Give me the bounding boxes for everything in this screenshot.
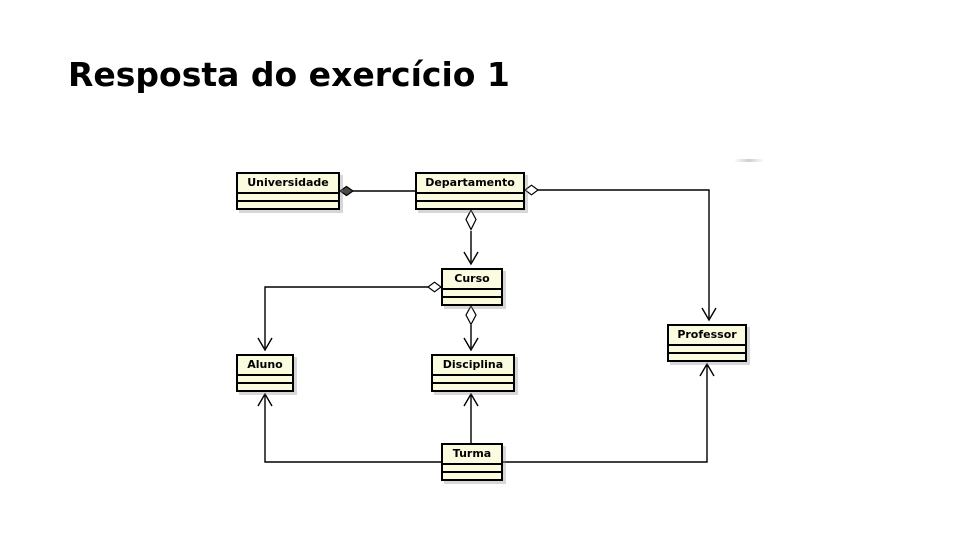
connector-curso-disciplina <box>463 304 479 352</box>
composition-diamond-filled <box>338 185 355 197</box>
uml-class-aluno[interactable]: Aluno <box>236 354 294 392</box>
uml-attributes-compartment <box>238 194 338 202</box>
open-arrowhead <box>699 362 715 377</box>
uml-attributes-compartment <box>443 465 501 473</box>
aggregation-diamond-hollow <box>465 304 477 326</box>
uml-operations-compartment <box>417 202 523 210</box>
connector-turma-disciplina <box>463 392 479 443</box>
uml-attributes-compartment <box>443 290 501 298</box>
uml-class-turma[interactable]: Turma <box>441 443 503 481</box>
page-title: Resposta do exercício 1 <box>68 55 510 94</box>
aggregation-diamond-hollow <box>426 281 443 293</box>
open-arrowhead <box>463 337 479 352</box>
uml-class-name: Turma <box>443 445 501 465</box>
uml-attributes-compartment <box>669 346 745 354</box>
aggregation-diamond-hollow <box>465 208 477 231</box>
uml-operations-compartment <box>433 384 513 392</box>
open-arrowhead <box>463 392 479 407</box>
open-arrowhead <box>701 307 717 322</box>
uml-operations-compartment <box>238 384 292 392</box>
open-arrowhead <box>257 337 273 352</box>
uml-class-name: Disciplina <box>433 356 513 376</box>
uml-class-name: Professor <box>669 326 745 346</box>
uml-operations-compartment <box>669 354 745 362</box>
connector-turma-professor <box>503 362 715 463</box>
uml-class-name: Curso <box>443 270 501 290</box>
uml-class-curso[interactable]: Curso <box>441 268 503 306</box>
connector-curso-aluno <box>257 281 443 352</box>
connector-universidade-departamento <box>338 185 415 197</box>
connector-turma-aluno <box>257 392 441 463</box>
uml-class-professor[interactable]: Professor <box>667 324 747 362</box>
uml-class-name: Aluno <box>238 356 292 376</box>
connector-departamento-professor <box>523 184 717 322</box>
aggregation-diamond-hollow <box>523 184 540 196</box>
uml-attributes-compartment <box>433 376 513 384</box>
stray-artifact <box>735 159 763 162</box>
uml-class-universidade[interactable]: Universidade <box>236 172 340 210</box>
uml-operations-compartment <box>238 202 338 210</box>
uml-operations-compartment <box>443 473 501 481</box>
open-arrowhead <box>463 251 479 266</box>
uml-operations-compartment <box>443 298 501 306</box>
uml-attributes-compartment <box>238 376 292 384</box>
uml-class-departamento[interactable]: Departamento <box>415 172 525 210</box>
uml-class-disciplina[interactable]: Disciplina <box>431 354 515 392</box>
uml-class-name: Departamento <box>417 174 523 194</box>
uml-class-name: Universidade <box>238 174 338 194</box>
connector-departamento-curso <box>463 208 479 266</box>
open-arrowhead <box>257 392 273 407</box>
uml-attributes-compartment <box>417 194 523 202</box>
